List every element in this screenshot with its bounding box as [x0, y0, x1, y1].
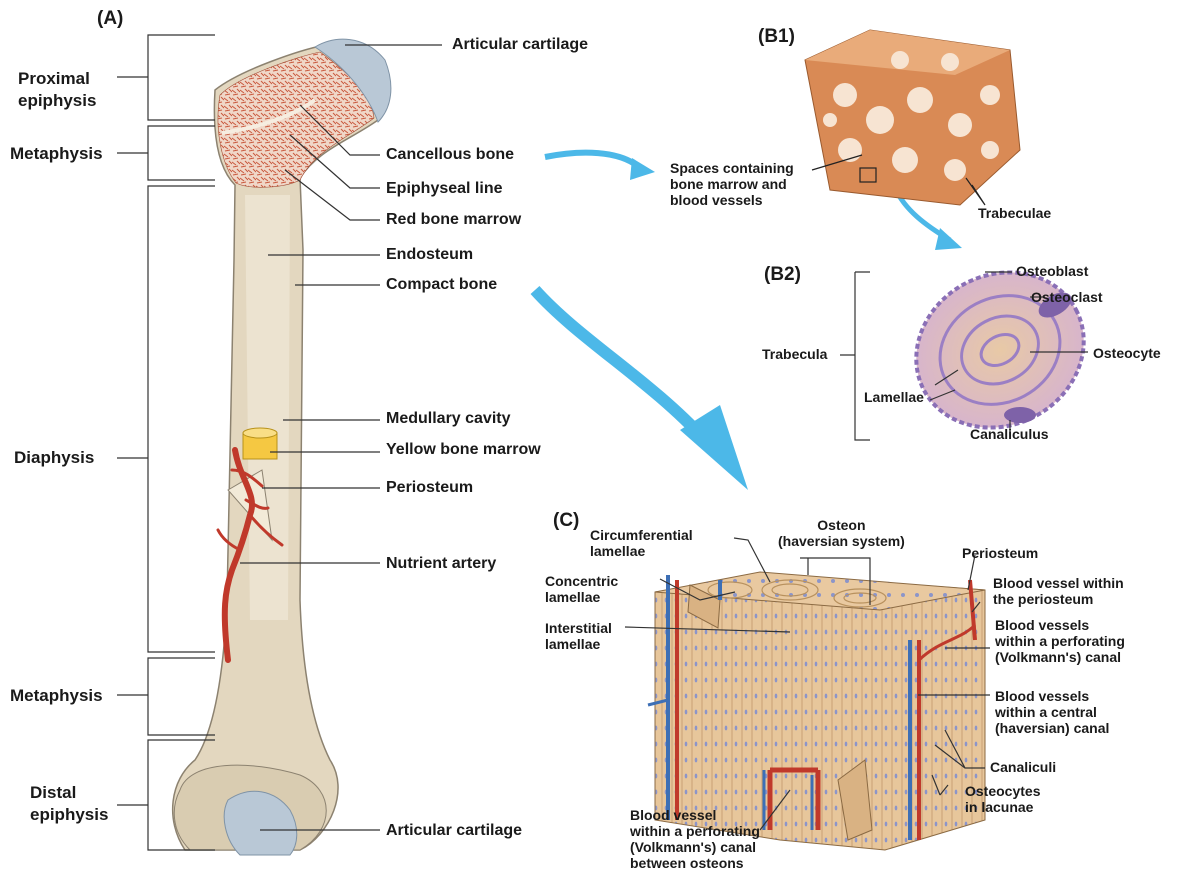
femur-illustration — [173, 39, 391, 855]
label-medullary-cavity: Medullary cavity — [386, 410, 511, 428]
region-metaphysis-bottom: Metaphysis — [10, 686, 103, 706]
panel-b1-label: (B1) — [758, 26, 795, 48]
label-yellow-bone-marrow: Yellow bone marrow — [386, 441, 541, 459]
label-interstitial-lamellae: Interstitial lamellae — [545, 620, 612, 652]
label-vessel-between-osteons: Blood vessel within a perforating (Volkm… — [630, 807, 760, 871]
label-compact-bone: Compact bone — [386, 276, 497, 294]
label-lamellae: Lamellae — [864, 390, 924, 405]
label-periosteum-femur: Periosteum — [386, 479, 473, 497]
region-proximal-epiphysis: Proximal epiphysis — [18, 68, 96, 112]
label-periosteum-c: Periosteum — [962, 546, 1038, 561]
label-concentric-lamellae: Concentric lamellae — [545, 573, 618, 605]
label-cancellous-bone: Cancellous bone — [386, 146, 514, 164]
region-metaphysis-top: Metaphysis — [10, 144, 103, 164]
label-osteocyte: Osteocyte — [1093, 346, 1161, 361]
label-epiphyseal-line: Epiphyseal line — [386, 180, 502, 198]
arrow-compact-to-c — [535, 290, 748, 490]
label-canaliculi: Canaliculi — [990, 760, 1056, 775]
spongy-bone-block — [805, 30, 1020, 205]
label-osteoblast: Osteoblast — [1016, 264, 1088, 279]
label-osteon: Osteon (haversian system) — [778, 517, 905, 549]
label-trabecula: Trabecula — [762, 347, 827, 362]
region-diaphysis: Diaphysis — [14, 448, 94, 468]
compact-bone-block — [625, 538, 990, 850]
panel-a-label: (A) — [97, 8, 123, 30]
region-distal-epiphysis: Distal epiphysis — [30, 782, 108, 826]
label-nutrient-artery: Nutrient artery — [386, 555, 496, 573]
panel-b2-label: (B2) — [764, 264, 801, 286]
label-articular-cartilage-bottom: Articular cartilage — [386, 822, 522, 840]
panel-c-label: (C) — [553, 510, 579, 532]
label-circumferential-lamellae: Circumferential lamellae — [590, 527, 693, 559]
label-red-bone-marrow: Red bone marrow — [386, 211, 521, 229]
label-trabeculae: Trabeculae — [978, 206, 1051, 221]
label-osteoclast: Osteoclast — [1031, 290, 1103, 305]
label-osteocytes: Osteocytes in lacunae — [965, 783, 1040, 815]
label-vessels-central: Blood vessels within a central (haversia… — [995, 688, 1109, 736]
label-endosteum: Endosteum — [386, 246, 473, 264]
label-vessel-periosteum: Blood vessel within the periosteum — [993, 575, 1124, 607]
label-articular-cartilage-top: Articular cartilage — [452, 36, 588, 54]
label-vessels-perforating: Blood vessels within a perforating (Volk… — [995, 617, 1125, 665]
label-spaces: Spaces containing bone marrow and blood … — [670, 160, 794, 208]
arrow-cancellous-to-b1 — [545, 153, 655, 180]
region-brackets — [117, 35, 215, 850]
medullary-region — [245, 195, 290, 620]
label-canaliculus: Canaliculus — [970, 427, 1049, 442]
